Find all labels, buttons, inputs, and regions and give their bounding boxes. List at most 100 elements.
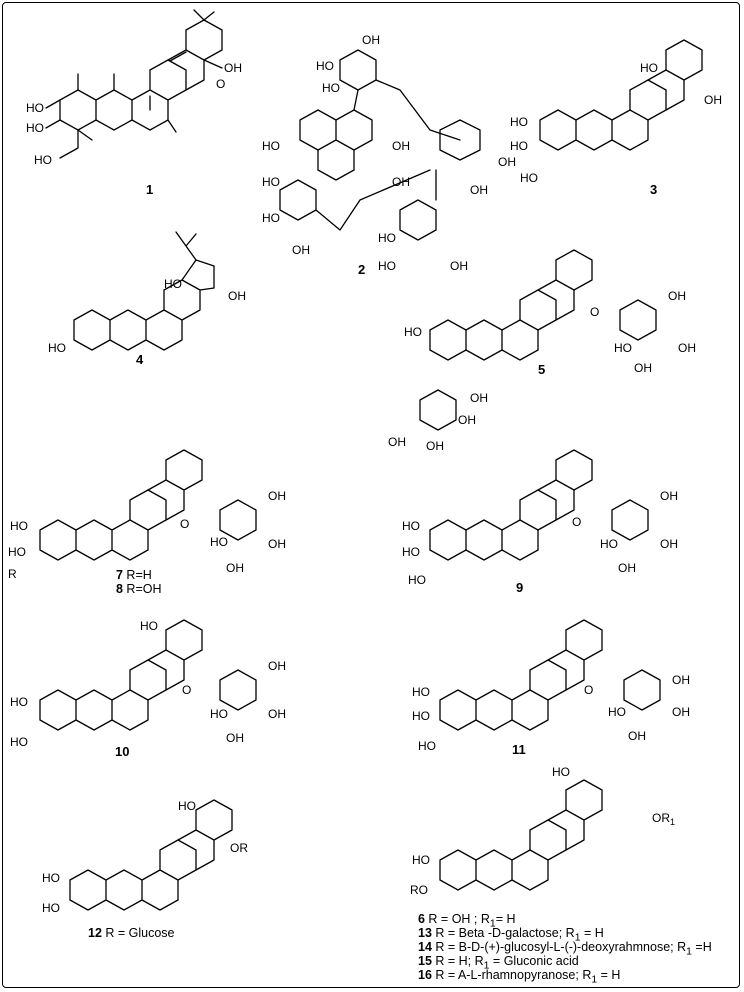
atom-ho: HO xyxy=(316,59,334,73)
atom-ho: HO xyxy=(404,325,422,339)
compound-label-4: 4 xyxy=(136,352,144,367)
atom-ho: HO xyxy=(408,573,426,587)
atom-oh: OH xyxy=(704,93,722,107)
legend-row-13: 13 R = Beta -D-galactose; R1 = H xyxy=(418,926,604,946)
atom-oh: OH xyxy=(226,731,244,745)
legend-row-16: 16 R = A-L-rhamnopyranose; R1 = H xyxy=(418,968,620,988)
compound-label-1: 1 xyxy=(146,182,154,197)
atom-ho: HO xyxy=(520,171,538,185)
atom-oh: OH xyxy=(634,361,652,375)
legend-text: R = Beta -D-galactose; R xyxy=(431,926,575,940)
legend-row-6: 6 R = OH ; R1= H xyxy=(418,912,516,932)
legend-num: 16 xyxy=(418,968,432,982)
substituent-12: R = Glucose xyxy=(101,926,175,940)
legend-num: 6 xyxy=(418,912,425,926)
atom-oh: OH xyxy=(392,139,410,153)
atom-ho: HO xyxy=(412,853,430,867)
structure-compound-3 xyxy=(539,39,703,151)
atom-ro: RO xyxy=(410,883,428,897)
atom-ho: HO xyxy=(34,153,52,167)
legend-sub: 1 xyxy=(686,946,692,958)
atom-oh: OH xyxy=(618,561,636,575)
atom-ho: HO xyxy=(608,705,626,719)
atom-oh: OH xyxy=(470,183,488,197)
atom-ho: HO xyxy=(26,121,44,135)
compound-label-10: 10 xyxy=(115,744,130,759)
legend-num: 15 xyxy=(418,954,432,968)
atom-ho: HO xyxy=(10,519,28,533)
atom-o: O xyxy=(180,517,189,531)
substituent-8: R=OH xyxy=(122,582,162,596)
atom-ho: HO xyxy=(262,175,280,189)
atom-oh: OH xyxy=(458,413,476,427)
atom-oh: OH xyxy=(228,289,246,303)
compound-number-8: 8 xyxy=(116,582,123,596)
structure-compound-1 xyxy=(45,9,223,159)
atom-o: O xyxy=(584,683,593,697)
atom-ho: HO xyxy=(26,101,44,115)
atom-or1: OR1 xyxy=(652,811,675,827)
legend-text: R = B-D-(+)-glucosyl-L-(-)-deoxyrahmnose… xyxy=(431,940,687,954)
compound-label-3: 3 xyxy=(650,182,658,197)
label-compound-12: 12 R = Glucose xyxy=(88,926,175,941)
atom-oh: OH xyxy=(268,489,286,503)
atom-ho: HO xyxy=(140,619,158,633)
atom-ho: HO xyxy=(262,211,280,225)
atom-oh: OH xyxy=(672,705,690,719)
atom-ho: HO xyxy=(552,765,570,779)
atom-oh: OH xyxy=(268,707,286,721)
atom-oh: OH xyxy=(660,489,678,503)
legend-tail: = H xyxy=(495,912,516,926)
legend-row-15: 15 R = H; R1 = Gluconic acid xyxy=(418,954,579,974)
legend-row-14: 14 R = B-D-(+)-glucosyl-L-(-)-deoxyrahmn… xyxy=(418,940,712,960)
atom-oh: OH xyxy=(388,435,406,449)
legend-sub: 1 xyxy=(483,960,490,972)
atom-ho: HO xyxy=(402,545,420,559)
atom-ho: HO xyxy=(378,231,396,245)
structure-compound-10 xyxy=(39,619,257,731)
atom-oh: OH xyxy=(678,341,696,355)
legend-num: 14 xyxy=(418,940,432,954)
atom-ho: HO xyxy=(418,739,436,753)
structure-compound-11 xyxy=(439,619,661,731)
atom-oh: OH xyxy=(660,537,678,551)
atom-oh: OH xyxy=(224,61,242,75)
atom-ho: HO xyxy=(614,341,632,355)
atom-ho: HO xyxy=(412,685,430,699)
atom-ho: HO xyxy=(164,277,182,291)
legend-text: R = H; R xyxy=(431,954,484,968)
structure-compound-9 xyxy=(429,449,649,561)
atom-or: OR xyxy=(230,841,248,855)
atom-ho: HO xyxy=(42,871,60,885)
atom-oh: OH xyxy=(628,729,646,743)
atom-ho: HO xyxy=(210,707,228,721)
atom-ho: HO xyxy=(8,545,26,559)
atom-oh: OH xyxy=(226,561,244,575)
atom-o: O xyxy=(572,515,581,529)
legend-tail: =H xyxy=(691,940,712,954)
atom-ho: HO xyxy=(210,535,228,549)
atom-ho: HO xyxy=(378,259,396,273)
atom-ho: HO xyxy=(10,735,28,749)
structure-compound-12 xyxy=(69,799,233,911)
atom-ho: HO xyxy=(322,81,340,95)
compound-label-5: 5 xyxy=(538,362,546,377)
atom-oh: OH xyxy=(362,33,380,47)
compound-label-2: 2 xyxy=(358,262,366,277)
atom-ho: HO xyxy=(402,519,420,533)
atom-ho: HO xyxy=(42,901,60,915)
legend-tail: = H xyxy=(580,926,604,940)
atom-oh: OH xyxy=(268,659,286,673)
atom-ho: HO xyxy=(510,139,528,153)
atom-oh: OH xyxy=(392,175,410,189)
structure-compound-4 xyxy=(73,231,215,351)
atom-ho: HO xyxy=(178,799,196,813)
compound-label-9: 9 xyxy=(516,580,524,595)
structure-compound-7-8 xyxy=(39,449,257,561)
atom-ho: HO xyxy=(412,709,430,723)
atom-oh: OH xyxy=(470,391,488,405)
atom-ho: HO xyxy=(640,61,658,75)
atom-oh: OH xyxy=(672,673,690,687)
